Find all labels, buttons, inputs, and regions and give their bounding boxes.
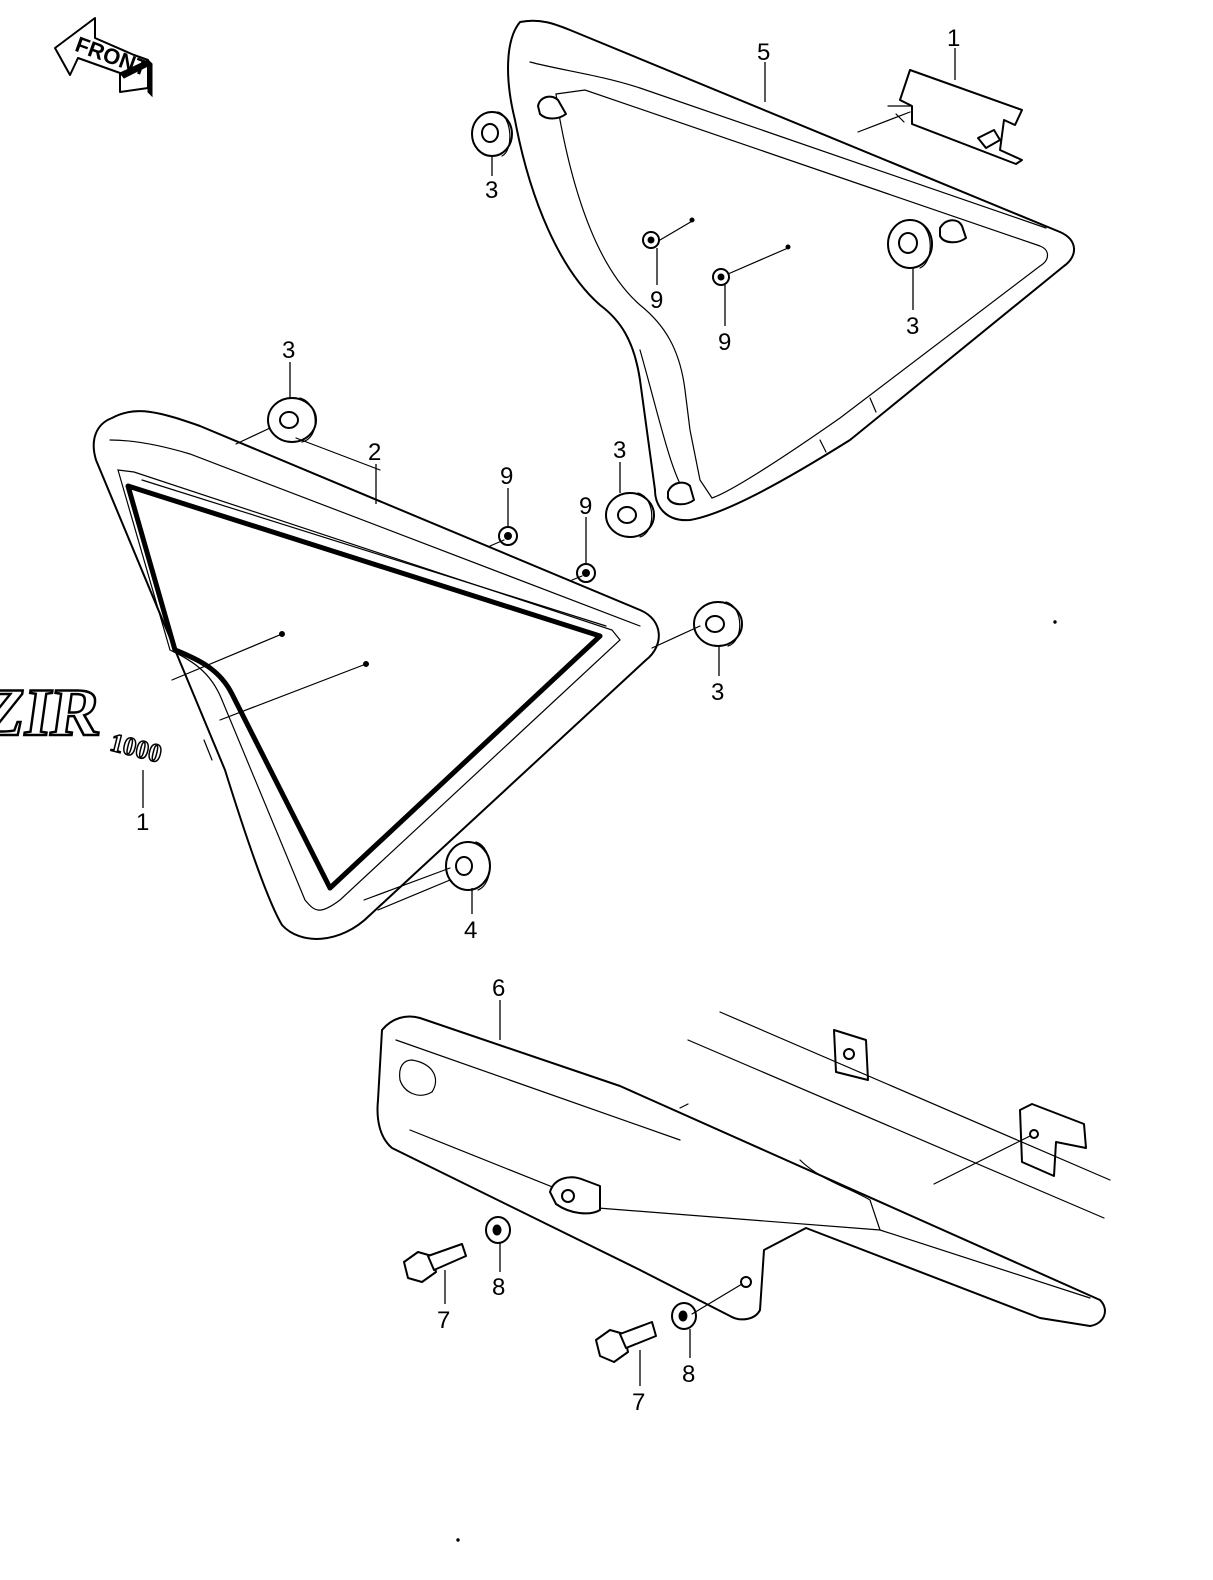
- emblem-letters: ZIR: [0, 674, 107, 750]
- washer-right: [671, 1302, 697, 1330]
- assembly-lines: [171, 111, 1031, 1315]
- bolt-right: [595, 1321, 657, 1363]
- callout-8-left: 8: [492, 1274, 505, 1301]
- chain-guard: [376, 1015, 1106, 1327]
- callout-labels: 1 5 3 9 9 3 3 2 3 9 9 3 1 4 6 8 7 8 7: [136, 25, 960, 1416]
- callout-3-upper-right: 3: [906, 313, 919, 340]
- grommet-lower-part4: [445, 841, 491, 891]
- callout-leaders: [142, 48, 956, 1386]
- grommet-left-top: [267, 397, 317, 443]
- nut-lower-a: [498, 526, 518, 546]
- nut-upper-b: [712, 268, 730, 286]
- front-arrow-icon: FRONT: [54, 17, 153, 98]
- grommet-right: [693, 601, 743, 647]
- callout-9-upper-b: 9: [718, 329, 731, 356]
- callout-9-upper-a: 9: [650, 287, 663, 314]
- callout-3-mid: 3: [613, 437, 626, 464]
- callout-2: 2: [368, 439, 381, 466]
- callout-9-lower-a: 9: [500, 463, 513, 490]
- left-side-cover: [92, 410, 660, 940]
- callout-3-left-top: 3: [282, 337, 295, 364]
- speck: [456, 1538, 460, 1542]
- washer-left: [485, 1216, 511, 1244]
- callout-7-left: 7: [437, 1307, 450, 1334]
- speck: [1053, 620, 1057, 624]
- grommet-upper-right: [887, 219, 933, 269]
- bolt-left: [403, 1243, 467, 1283]
- emblem-number: 1000: [107, 728, 164, 769]
- right-side-cover: [507, 19, 1075, 522]
- callout-8-right: 8: [682, 1361, 695, 1388]
- callout-6: 6: [492, 975, 505, 1002]
- callout-4: 4: [464, 917, 477, 944]
- callout-9-lower-b: 9: [579, 493, 592, 520]
- callout-1-emblem: 1: [136, 809, 149, 836]
- frame-lines: [687, 1011, 1111, 1219]
- bracket-part: [887, 69, 1023, 165]
- callout-7-right: 7: [632, 1389, 645, 1416]
- grommet-upper-left: [471, 111, 513, 157]
- callout-3-right: 3: [711, 679, 724, 706]
- callout-3-upper-left: 3: [485, 177, 498, 204]
- callout-5: 5: [757, 39, 770, 66]
- nut-upper-a: [642, 231, 660, 249]
- grommet-mid: [605, 492, 655, 538]
- zr1000-emblem: ZIR 1000: [0, 673, 166, 769]
- nut-lower-b: [576, 563, 596, 583]
- callout-1-top: 1: [947, 25, 960, 52]
